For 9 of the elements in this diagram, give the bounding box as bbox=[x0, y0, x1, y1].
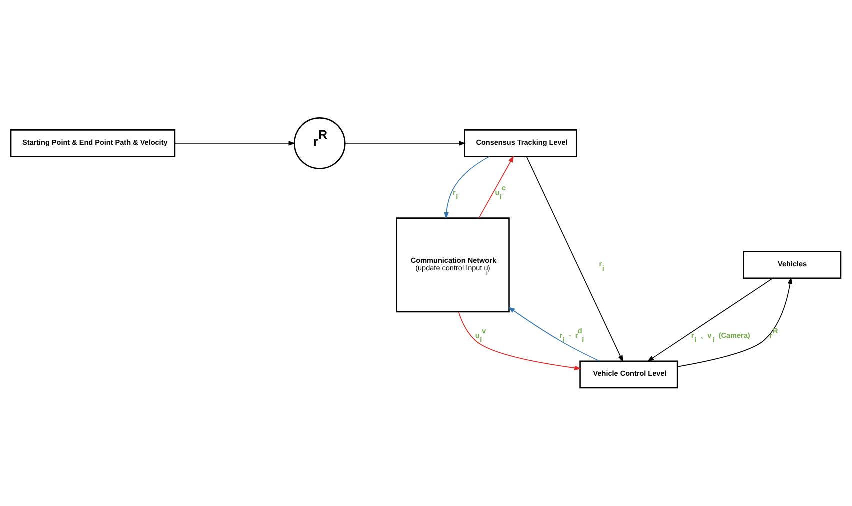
arrow bbox=[344, 141, 466, 146]
arrow bbox=[677, 277, 793, 368]
arrow bbox=[478, 156, 514, 219]
arrow bbox=[647, 278, 774, 362]
arrow bbox=[444, 156, 490, 220]
arrow bbox=[174, 141, 296, 146]
arrow bbox=[526, 156, 624, 362]
arrow bbox=[508, 307, 600, 362]
arrow bbox=[458, 312, 582, 371]
